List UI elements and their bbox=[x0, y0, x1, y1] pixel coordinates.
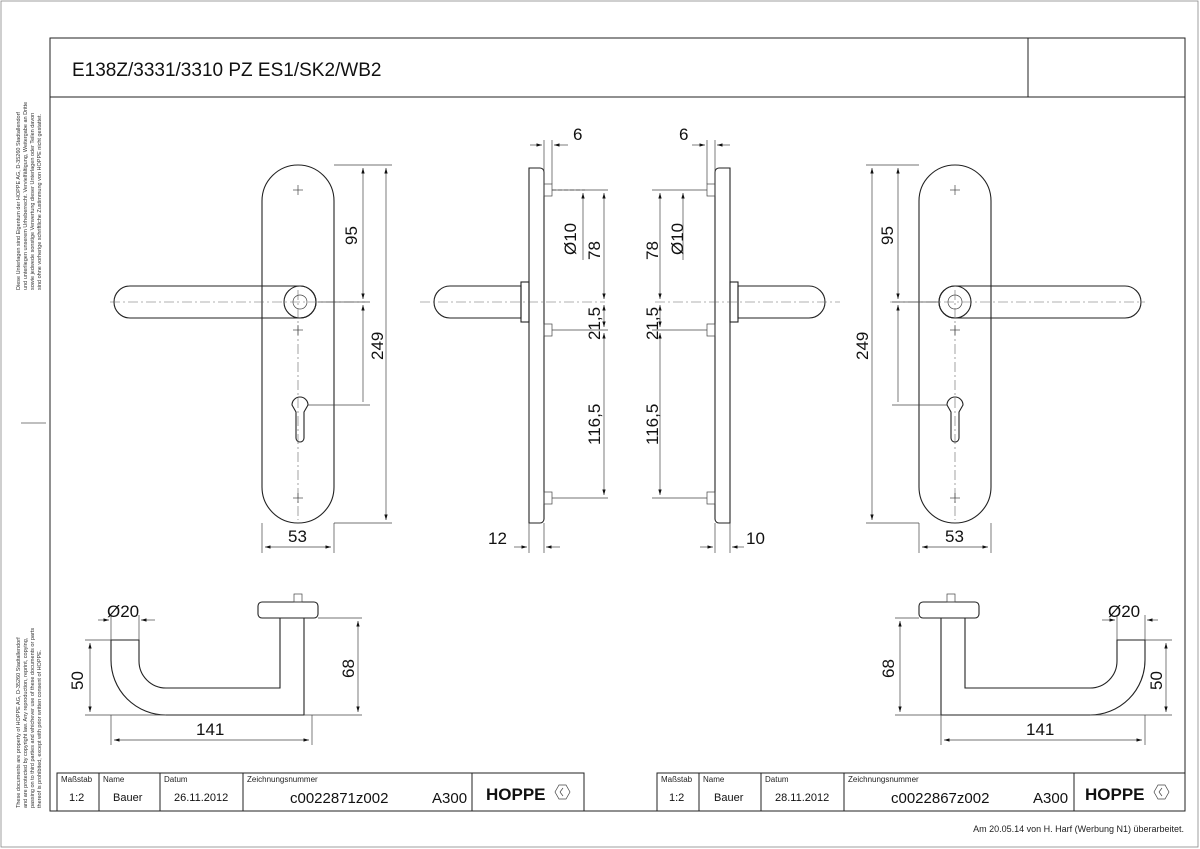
side-note-top: Diese Unterlagen sind Eigentum der HOPPE… bbox=[16, 102, 43, 290]
dim-height-total: 249 bbox=[853, 332, 872, 360]
svg-text:Datum: Datum bbox=[164, 775, 188, 784]
svg-text:sind ohne vorherige schriftlic: sind ohne vorherige schriftliche Zustimm… bbox=[37, 113, 43, 290]
drawing-date: 26.11.2012 bbox=[174, 792, 228, 804]
drawing-number: c0022867z002 bbox=[891, 790, 989, 807]
svg-text:Maßstab: Maßstab bbox=[61, 775, 93, 784]
dim-thickness: 12 bbox=[488, 529, 507, 548]
svg-text:sowie jedwede sonstige Verwert: sowie jedwede sonstige Verwertung dieser… bbox=[30, 113, 36, 290]
side-view-left: 6 Ø10 78 21,5 116,5 12 bbox=[420, 125, 608, 553]
dim-height: 68 bbox=[879, 659, 898, 678]
dim-thickness: 10 bbox=[746, 529, 765, 548]
dim-dist-spindle: 21,5 bbox=[643, 307, 662, 340]
dim-projection: 50 bbox=[68, 671, 87, 690]
svg-text:und unterliegen unserem Urhebe: und unterliegen unserem Urheberrecht. Ve… bbox=[23, 102, 29, 290]
revision-note: Am 20.05.14 von H. Harf (Werbung N1) übe… bbox=[973, 824, 1184, 834]
hoppe-logo-icon bbox=[554, 784, 571, 800]
top-view-left: Ø20 50 68 141 bbox=[68, 593, 362, 745]
dim-pin-diameter: Ø10 bbox=[668, 223, 687, 255]
svg-text:passing on to third parties an: passing on to third parties and whicheve… bbox=[30, 628, 36, 808]
scale-value: 1:2 bbox=[669, 792, 684, 804]
dim-width: 53 bbox=[945, 527, 964, 546]
title-block-right: Maßstab 1:2 Name Bauer Datum 28.11.2012 … bbox=[656, 772, 1186, 812]
dim-projection: 50 bbox=[1147, 671, 1166, 690]
cylinder-hole-outline bbox=[291, 396, 309, 443]
svg-text:Zeichnungsnummer: Zeichnungsnummer bbox=[247, 775, 318, 784]
backplate-outline bbox=[261, 164, 335, 524]
lever-top-profile bbox=[110, 617, 305, 716]
svg-text:Diese Unterlagen sind Eigentum: Diese Unterlagen sind Eigentum der HOPPE… bbox=[16, 112, 22, 290]
dim-height: 68 bbox=[339, 659, 358, 678]
lever-top-profile bbox=[940, 617, 1146, 716]
drafter-name: Bauer bbox=[714, 792, 744, 804]
dim-grip-diameter: Ø20 bbox=[1108, 602, 1140, 621]
drawing-format: A300 bbox=[432, 790, 467, 807]
svg-text:Maßstab: Maßstab bbox=[661, 775, 693, 784]
dim-dist-lower: 116,5 bbox=[585, 404, 604, 445]
side-note-bottom: These documents are property of HOPPE AG… bbox=[16, 628, 43, 808]
hoppe-logo-icon bbox=[1153, 784, 1170, 800]
hoppe-logo: HOPPE bbox=[1085, 785, 1145, 804]
drawing-number: c0022871z002 bbox=[290, 790, 388, 807]
dim-spindle-to-top: 95 bbox=[342, 226, 361, 245]
drafter-name: Bauer bbox=[113, 792, 143, 804]
dim-width: 53 bbox=[288, 527, 307, 546]
dim-pin-offset: 6 bbox=[679, 125, 688, 144]
lever-side-profile bbox=[433, 285, 522, 319]
front-view-right: 95 249 53 bbox=[853, 164, 1145, 553]
dim-dist-upper: 78 bbox=[643, 241, 662, 260]
dim-dist-upper: 78 bbox=[585, 241, 604, 260]
title-block-left: Maßstab 1:2 Name Bauer Datum 26.11.2012 … bbox=[56, 772, 585, 812]
drawing-date: 28.11.2012 bbox=[775, 792, 829, 804]
plate-profile bbox=[528, 167, 545, 524]
svg-text:Zeichnungsnummer: Zeichnungsnummer bbox=[848, 775, 919, 784]
dim-height-total: 249 bbox=[368, 332, 387, 360]
lever-side-profile bbox=[737, 285, 826, 319]
cylinder-hole-outline bbox=[946, 396, 964, 443]
dim-grip-diameter: Ø20 bbox=[107, 602, 139, 621]
svg-text:These documents are property o: These documents are property of HOPPE AG… bbox=[16, 637, 22, 808]
svg-text:Name: Name bbox=[103, 775, 125, 784]
drawing-format: A300 bbox=[1033, 790, 1068, 807]
dim-length: 141 bbox=[1026, 720, 1054, 739]
svg-text:Datum: Datum bbox=[765, 775, 789, 784]
dim-pin-diameter: Ø10 bbox=[561, 223, 580, 255]
side-view-right: 6 Ø10 78 21,5 116,5 10 bbox=[643, 125, 840, 553]
backplate-outline bbox=[918, 164, 992, 524]
front-view-left: 95 249 53 bbox=[110, 164, 392, 553]
svg-text:Name: Name bbox=[703, 775, 725, 784]
rose-profile bbox=[257, 601, 319, 619]
dim-pin-offset: 6 bbox=[573, 125, 582, 144]
hoppe-logo: HOPPE bbox=[486, 785, 546, 804]
top-view-right: Ø20 50 68 141 bbox=[879, 593, 1172, 745]
scale-value: 1:2 bbox=[69, 792, 84, 804]
dim-length: 141 bbox=[196, 720, 224, 739]
rose-profile bbox=[918, 601, 980, 619]
dim-dist-lower: 116,5 bbox=[643, 404, 662, 445]
plate-profile bbox=[714, 167, 731, 524]
svg-text:and are protected by copyright: and are protected by copyright law. Any … bbox=[23, 637, 29, 808]
svg-text:thereof is prohibited, except: thereof is prohibited, except with prior… bbox=[37, 649, 43, 808]
dim-spindle-to-top: 95 bbox=[878, 226, 897, 245]
dim-dist-spindle: 21,5 bbox=[585, 307, 604, 340]
drawing-title: E138Z/3331/3310 PZ ES1/SK2/WB2 bbox=[72, 60, 381, 81]
